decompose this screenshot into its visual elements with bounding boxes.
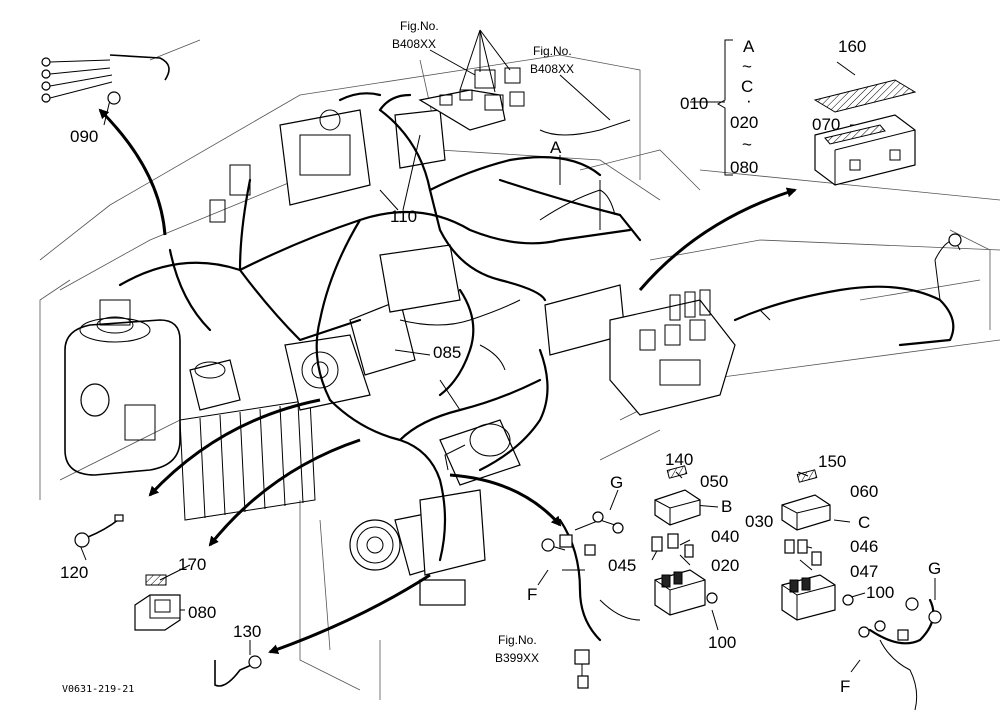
letter-c: C — [858, 513, 870, 532]
callout-070: 070 — [812, 115, 840, 134]
drawing-code: V0631-219-21 — [62, 684, 134, 695]
callout-120: 120 — [60, 563, 88, 582]
figure-references: Fig.No. B408XX Fig.No. B408XX Fig.No. B3… — [392, 19, 574, 665]
callout-170: 170 — [178, 555, 206, 574]
callout-060: 060 — [850, 482, 878, 501]
range-tilde-1: ~ — [742, 57, 752, 76]
fuse-holder-080 — [134, 574, 181, 631]
letter-f-left: F — [527, 585, 537, 604]
callout-100-bottom: 100 — [708, 633, 736, 652]
fig-ref-2-value: B408XX — [530, 62, 574, 76]
relay-group-b — [651, 465, 718, 616]
callout-047: 047 — [850, 562, 878, 581]
fig-ref-1-label: Fig.No. — [400, 19, 439, 33]
callout-labels: 090 110 085 010 020 080 160 070 140 050 … — [60, 37, 894, 652]
callout-140: 140 — [665, 450, 693, 469]
fig-ref-2-label: Fig.No. — [533, 44, 572, 58]
callout-046: 046 — [850, 537, 878, 556]
lower-ground-harness — [541, 511, 641, 689]
relay-group-c — [781, 469, 854, 621]
fig-ref-3-value: B399XX — [495, 651, 539, 665]
callout-085: 085 — [433, 343, 461, 362]
letter-g-left: G — [610, 473, 623, 492]
callout-110: 110 — [390, 207, 417, 226]
letter-f-right: F — [840, 677, 850, 696]
callout-080: 080 — [188, 603, 216, 622]
callout-010: 010 — [680, 94, 708, 113]
fig-ref-3-label: Fig.No. — [498, 633, 537, 647]
leader-lines — [79, 29, 936, 673]
fig-ref-1-value: B408XX — [392, 37, 436, 51]
main-junction-box — [544, 284, 736, 416]
callout-130: 130 — [233, 622, 261, 641]
engine-components — [189, 67, 525, 411]
letter-markers: A B C G G F F — [527, 138, 941, 696]
alternator — [349, 489, 486, 606]
callout-150: 150 — [818, 452, 846, 471]
starter-motor — [439, 419, 521, 486]
right-ground-harness — [858, 597, 942, 711]
range-tilde-2: ~ — [742, 135, 752, 154]
radiator-grille — [179, 399, 316, 521]
range-dot: · — [746, 91, 752, 110]
letter-b: B — [721, 497, 732, 516]
main-harness — [118, 92, 642, 562]
callout-090: 090 — [70, 127, 98, 146]
callout-160: 160 — [838, 37, 866, 56]
fuse-box-070 — [813, 79, 917, 186]
connector-090 — [41, 54, 170, 105]
letter-c-range: C — [741, 77, 753, 96]
letter-g-right: G — [928, 559, 941, 578]
ground-lead-120 — [74, 514, 124, 548]
range-bracket — [716, 39, 733, 176]
callout-020-range: 020 — [730, 113, 758, 132]
pointer-arrows — [98, 108, 797, 655]
callout-050: 050 — [700, 472, 728, 491]
callout-080-range: 080 — [730, 158, 758, 177]
callout-020: 020 — [711, 556, 739, 575]
callout-040: 040 — [711, 527, 739, 546]
fuel-tank — [64, 299, 181, 476]
range-markers: A ~ C · ~ — [741, 37, 755, 154]
right-harness — [733, 233, 962, 347]
letter-a: A — [550, 138, 562, 157]
callout-045: 045 — [608, 556, 636, 575]
letter-a-range: A — [743, 37, 755, 56]
callout-100-right: 100 — [866, 583, 894, 602]
cable-130 — [214, 655, 262, 687]
callout-030: 030 — [745, 512, 773, 531]
